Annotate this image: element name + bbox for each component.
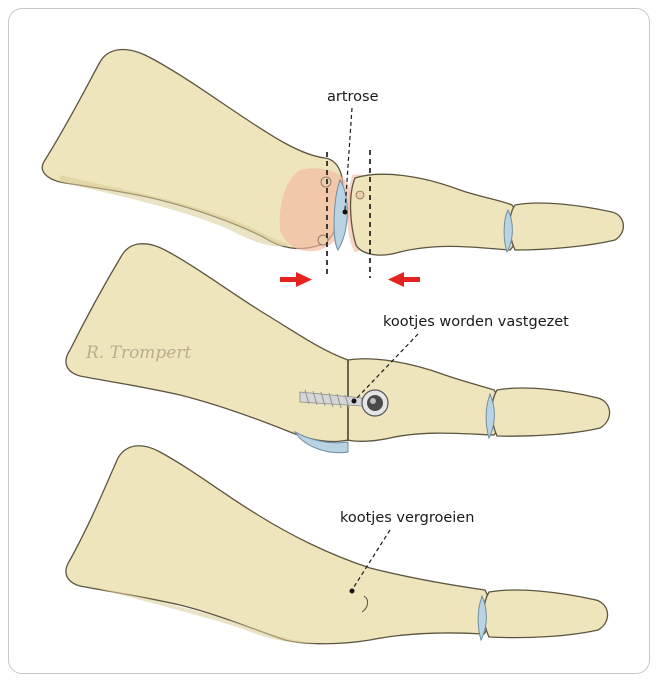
- compression-arrow-left: [280, 272, 312, 287]
- label-arthrosis: artrose: [327, 89, 379, 105]
- label-fixation: kootjes worden vastgezet: [383, 314, 569, 330]
- osteophyte-1: [321, 177, 331, 187]
- leader-dot-fixation: [352, 399, 357, 404]
- panel-fusion: kootjes vergroeien: [66, 446, 608, 644]
- leader-dot-fusion: [350, 589, 355, 594]
- osteophyte-2: [356, 191, 364, 199]
- compression-arrow-right: [388, 272, 420, 287]
- distal-phalanx-1: [510, 203, 624, 250]
- leader-dot-arthrosis: [343, 210, 348, 215]
- panel-fixation: R. Trompert kootjes worden vastgezet: [66, 244, 610, 453]
- label-fusion: kootjes vergroeien: [340, 510, 474, 526]
- distal-phalanx-3: [484, 590, 608, 638]
- distal-phalanx-2: [492, 388, 610, 436]
- proximal-phalanx-1: [351, 174, 518, 255]
- artist-signature: R. Trompert: [85, 343, 191, 363]
- fused-toe-bone: [66, 446, 490, 644]
